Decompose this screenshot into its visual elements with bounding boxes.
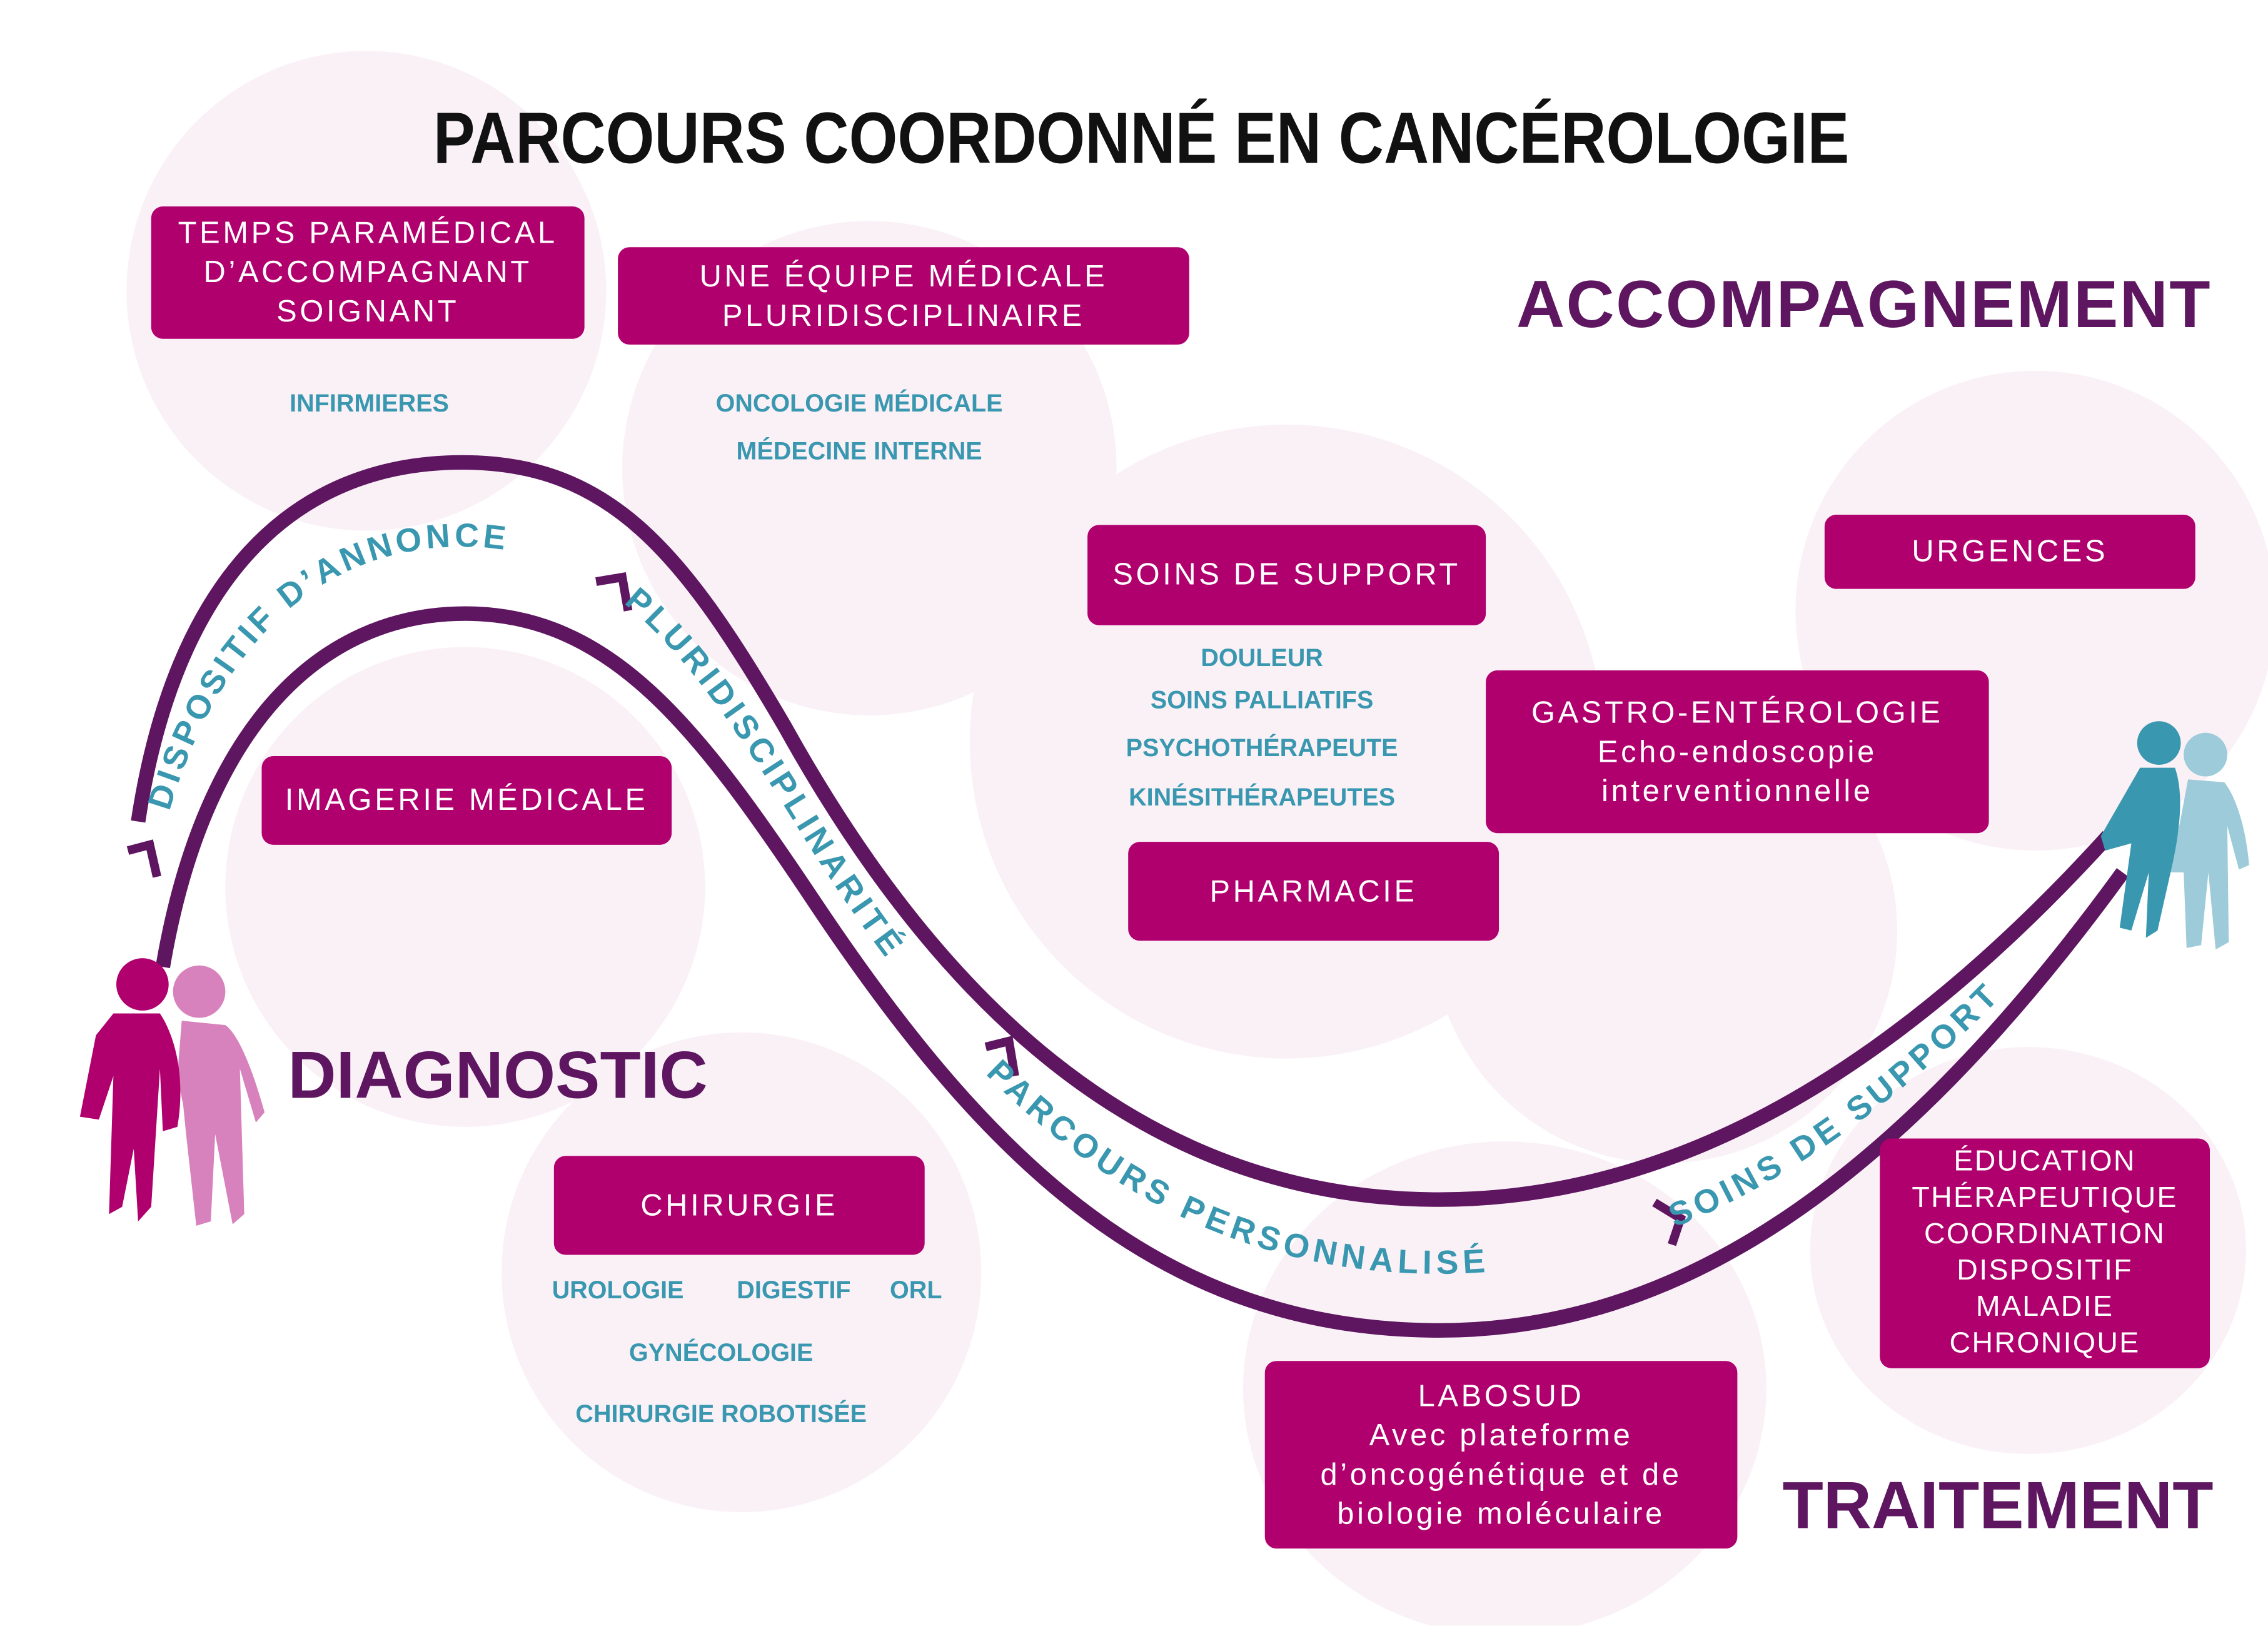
box-pharmacie: PHARMACIE: [1128, 842, 1499, 941]
box-line: URGENCES: [1912, 535, 2109, 569]
box-line: THÉRAPEUTIQUE: [1912, 1182, 2178, 1214]
box-line: GASTRO-ENTÉROLOGIE: [1531, 695, 1943, 729]
box-line: d’oncogénétique et de: [1320, 1457, 1682, 1492]
box-chirurgie: CHIRURGIE: [553, 1156, 925, 1255]
box-line: CHRONIQUE: [1949, 1327, 2140, 1360]
box-line: Echo-endoscopie: [1597, 735, 1877, 769]
patient-figures-left: [79, 958, 265, 1226]
box-line: Avec plateforme: [1369, 1418, 1633, 1452]
chevron-icon: [595, 572, 633, 612]
box-line: PLURIDISCIPLINAIRE: [722, 298, 1086, 333]
box-line: IMAGERIE MÉDICALE: [285, 784, 648, 817]
label-kinesitherapeutes: KINÉSITHÉRAPEUTES: [1129, 784, 1396, 812]
box-labosud: LABOSUD Avec plateforme d’oncogénétique …: [1264, 1361, 1738, 1549]
box-line: DISPOSITIF: [1957, 1255, 2133, 1287]
box-line: biologie moléculaire: [1337, 1497, 1665, 1531]
box-soins-de-support: SOINS DE SUPPORT: [1087, 525, 1486, 625]
box-line: TEMPS PARAMÉDICAL: [178, 216, 558, 250]
person-icon: [2100, 721, 2181, 938]
patient-figures-right: [2100, 721, 2249, 950]
label-douleur: DOULEUR: [1201, 644, 1323, 672]
box-line: CHIRURGIE: [640, 1188, 839, 1223]
box-line: UNE ÉQUIPE MÉDICALE: [699, 260, 1108, 293]
box-gastro-enterologie: GASTRO-ENTÉROLOGIE Echo-endoscopie inter…: [1486, 670, 1989, 834]
label-gynecologie: GYNÉCOLOGIE: [629, 1339, 814, 1367]
stage-traitement: TRAITEMENT: [1782, 1467, 2214, 1543]
box-line: LABOSUD: [1418, 1379, 1585, 1413]
label-soins-palliatifs: SOINS PALLIATIFS: [1150, 686, 1374, 714]
bubble: [501, 1032, 982, 1512]
box-urgences: URGENCES: [1824, 515, 2195, 589]
box-line: SOIGNANT: [276, 295, 460, 329]
chevron-icon: [984, 1036, 1019, 1077]
label-oncologie-medicale: ONCOLOGIE MÉDICALE: [715, 390, 1003, 418]
person-icon: [2170, 732, 2249, 950]
box-imagerie-medicale: IMAGERIE MÉDICALE: [261, 756, 672, 845]
person-icon: [79, 958, 181, 1221]
chevrons: [126, 572, 1686, 1246]
box-education-therapeutique: ÉDUCATION THÉRAPEUTIQUE COORDINATION DIS…: [1880, 1138, 2210, 1368]
box-line: D’ACCOMPAGNANT: [203, 256, 532, 290]
box-line: ÉDUCATION: [1953, 1146, 2136, 1178]
box-line: interventionnelle: [1601, 774, 1873, 808]
box-line: PHARMACIE: [1209, 874, 1418, 908]
label-urologie: UROLOGIE: [552, 1276, 684, 1305]
label-digestif: DIGESTIF: [737, 1276, 851, 1305]
page-title: PARCOURS COORDONNÉ EN CANCÉROLOGIE: [433, 97, 1850, 179]
box-line: MALADIE: [1975, 1291, 2114, 1323]
chevron-icon: [1652, 1198, 1686, 1246]
path-upper-curve: [131, 455, 2114, 1207]
box-temps-paramedical: TEMPS PARAMÉDICAL D’ACCOMPAGNANT SOIGNAN…: [151, 206, 585, 339]
stage-accompagnement: ACCOMPAGNEMENT: [1516, 266, 2212, 342]
box-equipe-medicale: UNE ÉQUIPE MÉDICALE PLURIDISCIPLINAIRE: [618, 247, 1189, 345]
label-orl: ORL: [890, 1276, 942, 1305]
path-lower-curve: [155, 606, 2129, 1338]
stage-diagnostic: DIAGNOSTIC: [288, 1036, 708, 1113]
label-psychotherapeute: PSYCHOTHÉRAPEUTE: [1126, 734, 1398, 762]
chevron-icon: [126, 839, 161, 878]
label-infirmieres: INFIRMIERES: [290, 390, 449, 418]
box-line: SOINS DE SUPPORT: [1112, 558, 1461, 592]
label-medecine-interne: MÉDECINE INTERNE: [736, 437, 982, 465]
box-line: COORDINATION: [1924, 1218, 2166, 1251]
person-icon: [173, 965, 265, 1226]
label-chirurgie-robotisee: CHIRURGIE ROBOTISÉE: [575, 1400, 867, 1428]
